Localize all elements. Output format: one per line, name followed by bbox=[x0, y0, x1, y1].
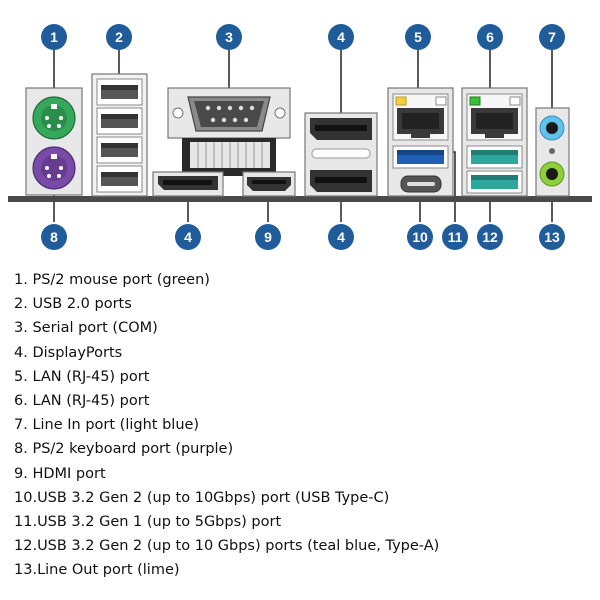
legend-number: 13. bbox=[14, 562, 38, 579]
legend-item: 12.USB 3.2 Gen 2 (up to 10 Gbps) ports (… bbox=[14, 534, 439, 558]
legend-text: Line In port (light blue) bbox=[32, 417, 200, 434]
callout-badge: 3 bbox=[216, 24, 242, 50]
legend-text: Serial port (COM) bbox=[32, 320, 158, 337]
legend-text: USB 2.0 ports bbox=[32, 296, 132, 313]
legend-text: PS/2 keyboard port (purple) bbox=[32, 441, 234, 458]
serial-com-port bbox=[167, 87, 291, 176]
callout-badge: 13 bbox=[539, 224, 565, 250]
hdmi-port bbox=[242, 171, 296, 197]
legend-item: 1. PS/2 mouse port (green) bbox=[14, 268, 439, 292]
callouts-top: 1 2 3 4 5 6 7 bbox=[41, 24, 565, 50]
displayport-stack bbox=[304, 112, 378, 197]
legend-number: 4. bbox=[14, 344, 28, 361]
legend-number: 12. bbox=[14, 538, 38, 555]
legend-number: 8. bbox=[14, 441, 28, 458]
legend-item: 11.USB 3.2 Gen 1 (up to 5Gbps) port bbox=[14, 510, 439, 534]
legend-item: 7. Line In port (light blue) bbox=[14, 413, 439, 437]
callout-badge: 4 bbox=[328, 224, 354, 250]
svg-text:11: 11 bbox=[448, 229, 463, 245]
callout-badge: 4 bbox=[175, 224, 201, 250]
callouts-bottom: 8 4 9 4 10 11 12 13 bbox=[41, 224, 565, 250]
usb2-port-stack bbox=[91, 73, 148, 197]
displayport-port-left bbox=[152, 171, 224, 197]
svg-text:4: 4 bbox=[337, 29, 345, 45]
callout-badge: 10 bbox=[407, 224, 433, 250]
svg-text:2: 2 bbox=[115, 29, 123, 45]
svg-text:1: 1 bbox=[50, 29, 58, 45]
legend-number: 7. bbox=[14, 417, 28, 434]
legend-number: 9. bbox=[14, 465, 28, 482]
callout-badge: 7 bbox=[539, 24, 565, 50]
legend-item: 9. HDMI port bbox=[14, 462, 439, 486]
callout-badge: 4 bbox=[328, 24, 354, 50]
legend-text: USB 3.2 Gen 1 (up to 5Gbps) port bbox=[37, 514, 282, 531]
svg-text:5: 5 bbox=[414, 29, 422, 45]
legend-item: 2. USB 2.0 ports bbox=[14, 292, 439, 316]
callout-badge: 6 bbox=[477, 24, 503, 50]
callout-badge: 11 bbox=[442, 224, 468, 250]
legend-number: 5. bbox=[14, 368, 28, 385]
legend-item: 6. LAN (RJ-45) port bbox=[14, 389, 439, 413]
svg-text:8: 8 bbox=[50, 229, 58, 245]
svg-text:10: 10 bbox=[412, 229, 428, 245]
legend-number: 10. bbox=[14, 489, 38, 506]
lan-usb-stack-right bbox=[461, 87, 528, 197]
rear-io-diagram: 1 2 3 4 5 6 7 8 4 9 4 10 11 12 13 bbox=[8, 24, 592, 250]
svg-text:13: 13 bbox=[544, 229, 560, 245]
callout-badge: 2 bbox=[106, 24, 132, 50]
legend-number: 2. bbox=[14, 296, 28, 313]
legend-item: 8. PS/2 keyboard port (purple) bbox=[14, 437, 439, 461]
callout-badge: 9 bbox=[255, 224, 281, 250]
legend-text: DisplayPorts bbox=[32, 344, 123, 361]
legend-item: 13.Line Out port (lime) bbox=[14, 558, 439, 582]
audio-jack-stack bbox=[535, 107, 570, 197]
legend-item: 5. LAN (RJ-45) port bbox=[14, 365, 439, 389]
svg-text:6: 6 bbox=[486, 29, 494, 45]
legend-number: 1. bbox=[14, 272, 28, 288]
legend-text: PS/2 mouse port (green) bbox=[32, 272, 210, 288]
svg-text:7: 7 bbox=[548, 29, 556, 45]
legend-item: 4. DisplayPorts bbox=[14, 341, 439, 365]
lan-led-yellow bbox=[395, 96, 407, 106]
legend-text: LAN (RJ-45) port bbox=[32, 368, 150, 385]
callout-badge: 8 bbox=[41, 224, 67, 250]
lan-usb-stack-left bbox=[387, 87, 454, 197]
ps2-port-stack bbox=[25, 87, 83, 196]
legend-text: USB 3.2 Gen 2 (up to 10 Gbps) ports (tea… bbox=[37, 538, 440, 555]
legend-text: HDMI port bbox=[32, 465, 106, 482]
legend-text: USB 3.2 Gen 2 (up to 10Gbps) port (USB T… bbox=[37, 489, 390, 506]
legend-number: 11. bbox=[14, 514, 38, 531]
legend-item: 3. Serial port (COM) bbox=[14, 316, 439, 340]
legend-text: Line Out port (lime) bbox=[37, 562, 180, 579]
svg-text:3: 3 bbox=[225, 29, 233, 45]
legend-item: 10.USB 3.2 Gen 2 (up to 10Gbps) port (US… bbox=[14, 486, 439, 510]
svg-text:9: 9 bbox=[264, 229, 272, 245]
svg-text:12: 12 bbox=[482, 229, 498, 245]
port-legend: 1. PS/2 mouse port (green) 2. USB 2.0 po… bbox=[14, 268, 439, 583]
callout-badge: 1 bbox=[41, 24, 67, 50]
motherboard-edge bbox=[8, 196, 592, 202]
legend-text: LAN (RJ-45) port bbox=[32, 393, 150, 410]
svg-text:4: 4 bbox=[184, 229, 192, 245]
legend-number: 3. bbox=[14, 320, 28, 337]
callout-badge: 12 bbox=[477, 224, 503, 250]
svg-text:4: 4 bbox=[337, 229, 345, 245]
legend-number: 6. bbox=[14, 393, 28, 410]
callout-badge: 5 bbox=[405, 24, 431, 50]
lan-led-green bbox=[469, 96, 481, 106]
